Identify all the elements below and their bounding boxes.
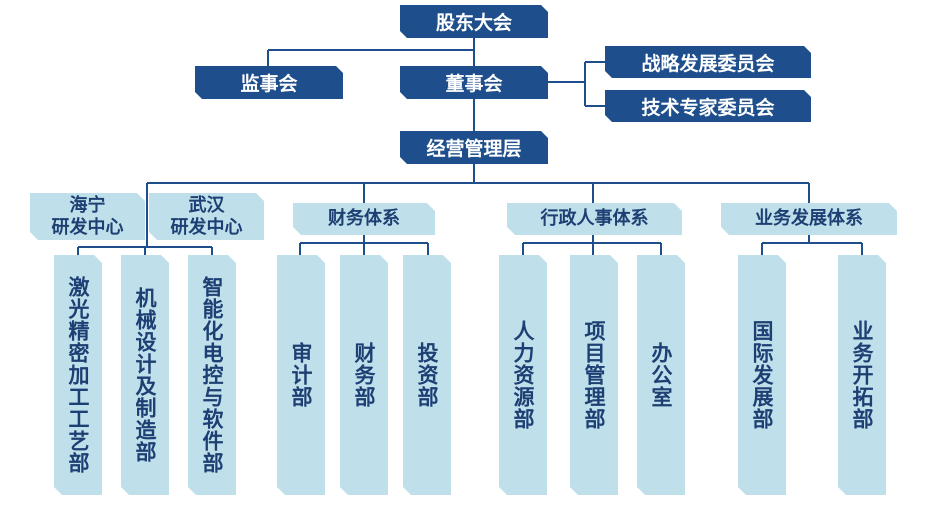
- tech-expert-committee-box: 技术专家委员会: [605, 90, 811, 122]
- project-management-dept: 项目管理部: [570, 255, 618, 495]
- business-dev-system-box: 业务发展体系: [721, 203, 897, 235]
- board-of-directors-box: 董事会: [400, 66, 548, 99]
- wuhan-rd-center-box: 武汉 研发中心: [149, 193, 264, 240]
- mechanical-design-dept: 机械设计及制造部: [121, 255, 169, 495]
- management-box: 经营管理层: [400, 131, 548, 164]
- investment-dept: 投资部: [403, 255, 451, 495]
- intelligent-control-dept: 智能化电控与软件部: [188, 255, 236, 495]
- audit-dept: 审计部: [277, 255, 325, 495]
- international-dev-dept: 国际发展部: [738, 255, 786, 495]
- laser-processing-dept: 激光精密加工工艺部: [54, 255, 102, 495]
- hr-dept: 人力资源部: [499, 255, 547, 495]
- office-dept: 办公室: [637, 255, 685, 495]
- supervisory-board-box: 监事会: [195, 66, 343, 99]
- finance-dept: 财务部: [340, 255, 388, 495]
- haining-rd-center-box: 海宁 研发中心: [30, 193, 145, 240]
- business-expansion-dept: 业务开拓部: [838, 255, 886, 495]
- finance-system-box: 财务体系: [293, 203, 435, 235]
- admin-hr-system-box: 行政人事体系: [507, 203, 682, 235]
- strategy-committee-box: 战略发展委员会: [605, 46, 811, 78]
- shareholders-meeting-box: 股东大会: [400, 5, 548, 38]
